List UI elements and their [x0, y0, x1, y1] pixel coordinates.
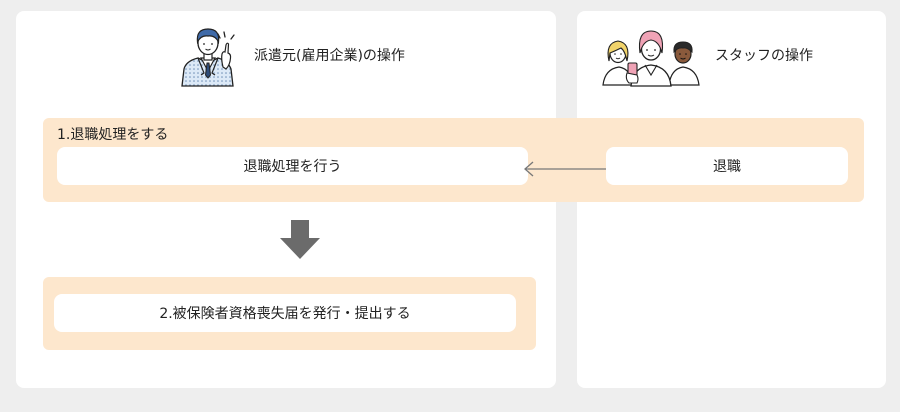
employer-panel-header: 派遣元(雇用企業)の操作	[176, 22, 405, 88]
retirement-box: 退職	[606, 147, 848, 185]
staff-group-icon	[602, 30, 700, 87]
staff-panel-header: スタッフの操作	[601, 22, 813, 88]
insurance-loss-notification-box: 2.被保険者資格喪失届を発行・提出する	[54, 294, 516, 332]
retirement-processing-box: 退職処理を行う	[57, 147, 528, 185]
employer-panel-title: 派遣元(雇用企業)の操作	[254, 48, 405, 64]
step1-label: 1.退職処理をする	[57, 127, 169, 143]
down-arrow-icon	[280, 220, 320, 259]
staff-panel-title: スタッフの操作	[715, 48, 813, 64]
connector-arrow-icon	[524, 161, 606, 177]
business-man-pointing-icon	[181, 28, 235, 87]
